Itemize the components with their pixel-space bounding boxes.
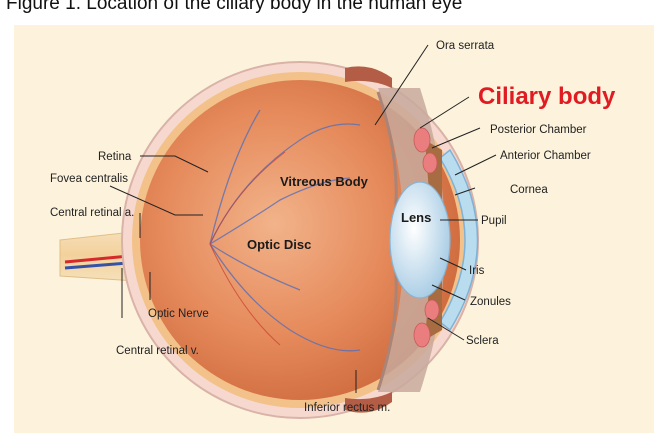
label-ora-serrata: Ora serrata xyxy=(436,40,495,52)
label-pupil: Pupil xyxy=(481,215,507,227)
label-central-retinal-vein: Central retinal v. xyxy=(116,345,199,357)
label-inferior-rectus: Inferior rectus m. xyxy=(304,402,390,414)
label-sclera: Sclera xyxy=(466,335,499,347)
label-optic-disc: Optic Disc xyxy=(247,237,311,252)
label-retina: Retina xyxy=(98,151,132,163)
label-ciliary-body: Ciliary body xyxy=(478,83,616,110)
label-vitreous-body: Vitreous Body xyxy=(280,174,369,189)
label-lens: Lens xyxy=(401,210,431,225)
label-cornea: Cornea xyxy=(510,184,548,196)
label-fovea-centralis: Fovea centralis xyxy=(50,173,128,185)
label-zonules: Zonules xyxy=(470,296,511,308)
label-iris: Iris xyxy=(469,265,485,277)
label-optic-nerve: Optic Nerve xyxy=(148,308,209,320)
lens-shape xyxy=(390,182,450,298)
label-posterior-chamber: Posterior Chamber xyxy=(490,124,587,136)
label-anterior-chamber: Anterior Chamber xyxy=(500,150,591,162)
label-central-retinal-artery: Central retinal a. xyxy=(50,207,134,219)
